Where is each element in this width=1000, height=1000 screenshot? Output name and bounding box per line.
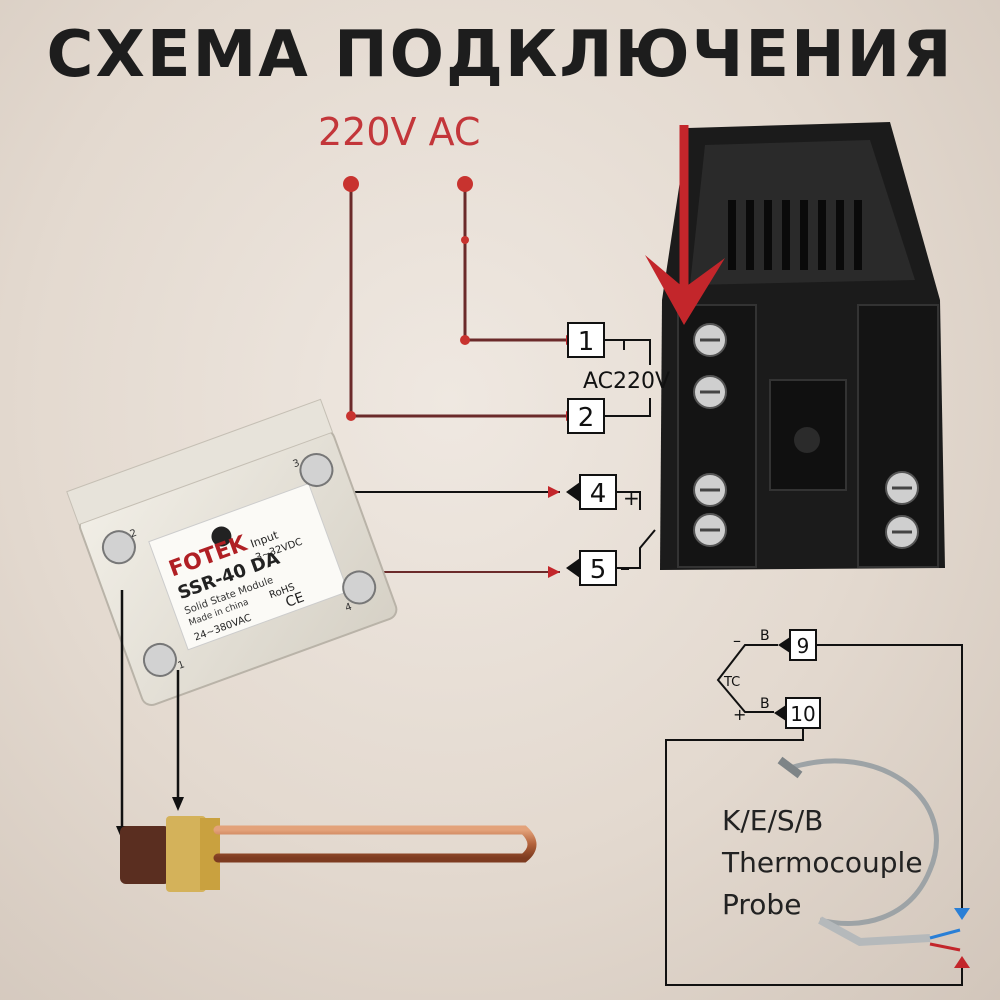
- heater-wiring: [120, 590, 180, 835]
- thermocouple-line-3: Probe: [722, 888, 802, 921]
- terminal-1-label: 1: [578, 327, 595, 357]
- thermocouple-input: 9 10 B B TC – +: [665, 628, 970, 986]
- heater-flange: [166, 816, 206, 892]
- supply-dots: [343, 176, 473, 421]
- ssr-terminal-3: 3: [291, 458, 301, 471]
- ssr-terminal-2: 2: [129, 528, 139, 541]
- tc-wire-b-top: B: [760, 628, 770, 644]
- tc-plus-sign: +: [733, 705, 746, 724]
- supply-wiring: [349, 184, 576, 421]
- ssr-terminal-1: 1: [176, 659, 186, 672]
- tc-symbol: TC: [723, 675, 740, 690]
- ssr-minus-sign: –: [620, 556, 630, 580]
- thermocouple-label: K/E/S/B Thermocouple Probe: [722, 800, 982, 926]
- heating-element: [120, 816, 537, 892]
- red-pointer-arrow-head: [645, 255, 725, 325]
- thermocouple-probe: [777, 756, 961, 952]
- terminal-screws: [693, 323, 919, 549]
- ssr-terminal-4: 4: [344, 602, 354, 615]
- thermocouple-line-1: K/E/S/B: [722, 804, 824, 837]
- supply-dot-n: [457, 176, 473, 192]
- terminal-10-label: 10: [790, 702, 815, 726]
- terminal-2-label: 2: [578, 403, 595, 433]
- ssr-plus-sign: +: [623, 486, 640, 510]
- terminal-9-label: 9: [797, 634, 810, 658]
- supply-dot-l: [343, 176, 359, 192]
- thermocouple-line-2: Thermocouple: [722, 846, 923, 879]
- terminal-labels: 1 2 4 5 + – AC220V: [566, 322, 670, 586]
- ac220v-label: AC220V: [583, 369, 670, 394]
- vent-slots: [728, 200, 862, 270]
- tc-wire-b-bottom: B: [760, 696, 770, 712]
- temperature-controller: [645, 122, 945, 570]
- supply-label: 220V AC: [318, 110, 481, 154]
- heater-cap: [120, 826, 170, 884]
- page-title: СХЕМА ПОДКЛЮЧЕНИЯ: [46, 18, 954, 92]
- terminal-5-label: 5: [590, 555, 607, 585]
- tc-minus-sign: –: [733, 631, 741, 650]
- solid-state-relay: FOTEK SSR-40 DA Solid State Module Made …: [66, 398, 398, 707]
- ssr-ce-mark: CE: [283, 589, 306, 610]
- terminal-4-label: 4: [590, 479, 607, 509]
